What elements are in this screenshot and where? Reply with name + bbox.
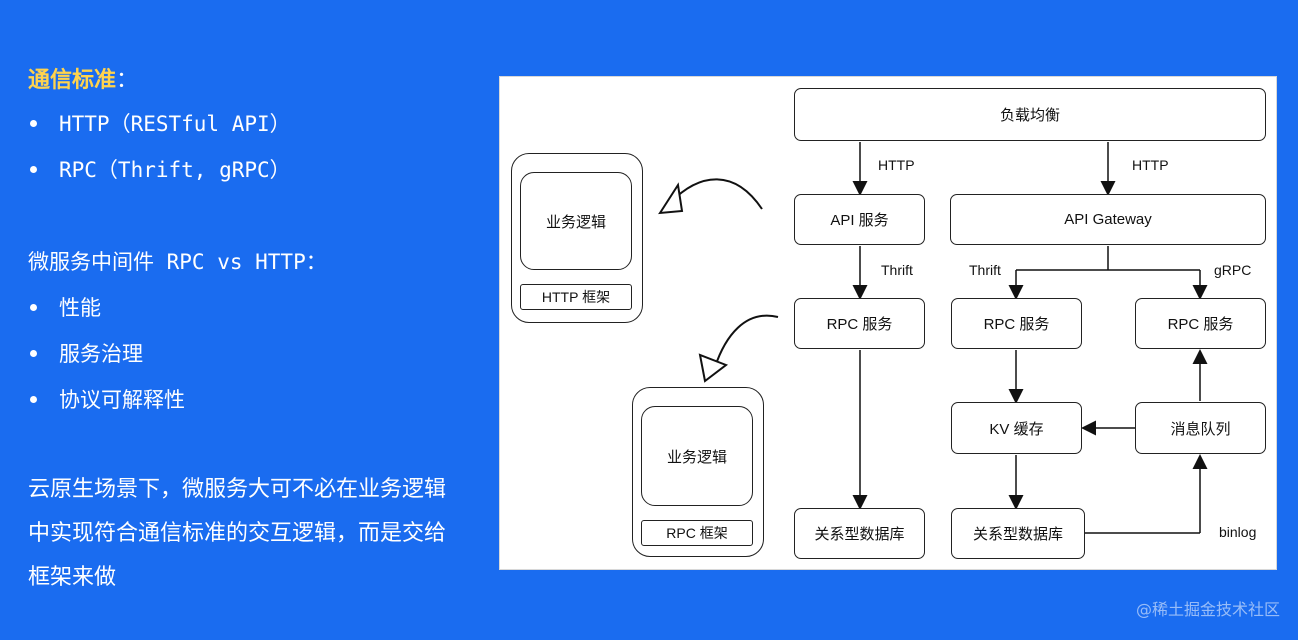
- middleware-point-label: 性能: [59, 296, 101, 320]
- http-label-left: HTTP: [878, 157, 915, 173]
- middleware-title: 微服务中间件 RPC vs HTTP：: [28, 250, 327, 274]
- bullet-dot: [30, 165, 37, 173]
- business-logic-block: 业务逻辑: [641, 406, 753, 506]
- http-label-right: HTTP: [1132, 157, 1169, 173]
- heading-text: 通信标准: [28, 68, 117, 93]
- thrift-label-mid: Thrift: [969, 262, 1001, 278]
- message-queue: 消息队列: [1135, 402, 1266, 454]
- binlog-label: binlog: [1219, 524, 1257, 540]
- http-framework-card: 业务逻辑 HTTP 框架: [511, 153, 643, 323]
- rpc-framework-card: 业务逻辑 RPC 框架: [632, 387, 764, 557]
- architecture-diagram: 负载均衡 HTTP HTTP API 服务 API Gateway Thrift…: [499, 76, 1277, 570]
- middleware-point-governance: 服务治理: [28, 338, 143, 368]
- diagram-connectors: [658, 142, 1208, 534]
- api-gateway: API Gateway: [950, 194, 1266, 245]
- load-balancer: 负载均衡: [794, 88, 1266, 141]
- api-service: API 服务: [794, 194, 925, 245]
- rpc-service-2: RPC 服务: [951, 298, 1082, 349]
- rpc-service-1: RPC 服务: [794, 298, 925, 349]
- bullet-dot: [30, 119, 37, 127]
- rpc-service-3: RPC 服务: [1135, 298, 1266, 349]
- thrift-label-left: Thrift: [881, 262, 913, 278]
- standard-label: HTTP（RESTful API）: [59, 112, 291, 136]
- standard-item-rpc: RPC（Thrift, gRPC）: [28, 154, 291, 184]
- http-framework-bar: HTTP 框架: [520, 284, 632, 310]
- bullet-dot: [30, 303, 37, 311]
- middleware-point-interpretability: 协议可解释性: [28, 384, 185, 414]
- bullet-dot: [30, 349, 37, 357]
- standard-label: RPC（Thrift, gRPC）: [59, 158, 291, 182]
- conclusion-paragraph: 云原生场景下，微服务大可不必在业务逻辑中实现符合通信标准的交互逻辑，而是交给框架…: [28, 477, 447, 590]
- middleware-point-performance: 性能: [28, 292, 101, 322]
- kv-cache: KV 缓存: [951, 402, 1082, 454]
- heading-colon: ：: [116, 68, 139, 93]
- standard-item-http: HTTP（RESTful API）: [28, 108, 291, 138]
- grpc-label: gRPC: [1214, 262, 1252, 278]
- rpc-framework-bar: RPC 框架: [641, 520, 753, 546]
- relational-db-2: 关系型数据库: [951, 508, 1085, 559]
- middleware-point-label: 协议可解释性: [59, 388, 185, 412]
- watermark: @稀土掘金技术社区: [1135, 600, 1280, 619]
- middleware-point-label: 服务治理: [59, 342, 143, 366]
- bullet-dot: [30, 395, 37, 403]
- business-logic-block: 业务逻辑: [520, 172, 632, 270]
- section-heading: 通信标准：: [28, 62, 138, 94]
- relational-db-1: 关系型数据库: [794, 508, 925, 559]
